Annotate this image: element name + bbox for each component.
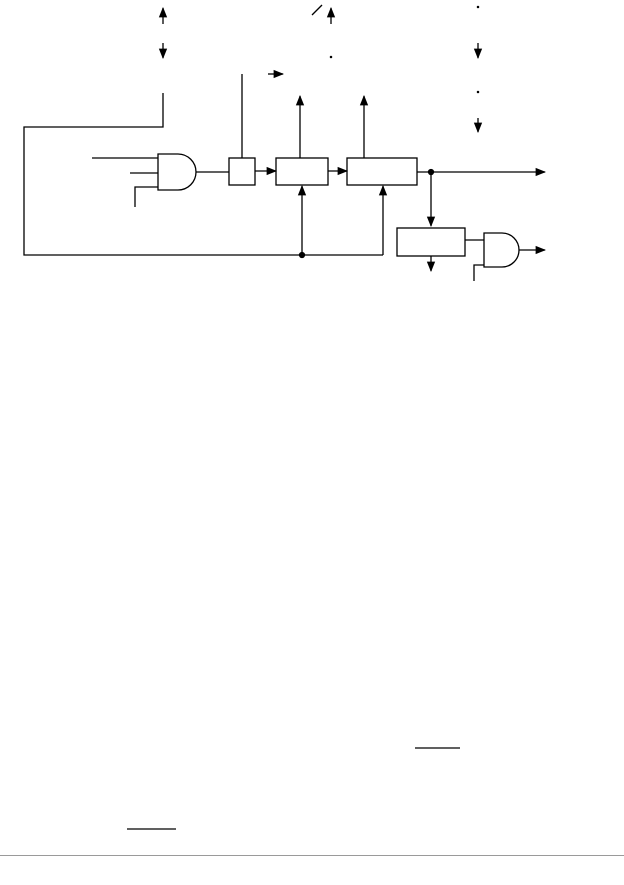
footer-rule	[0, 855, 624, 856]
and-input-3	[134, 186, 158, 207]
lower-block	[396, 227, 466, 257]
gate-input-lower	[473, 264, 484, 281]
right-block	[346, 157, 418, 186]
middle-block	[275, 157, 329, 186]
dot-top-right-1	[476, 5, 480, 9]
feedback-wire-upper	[23, 93, 383, 256]
dot-top-right-2	[476, 90, 480, 94]
and-gate-input	[157, 153, 197, 191]
dot-top-center	[329, 55, 333, 59]
small-block	[228, 157, 256, 186]
and-gate-output	[483, 232, 520, 268]
slash-mark	[311, 4, 323, 16]
